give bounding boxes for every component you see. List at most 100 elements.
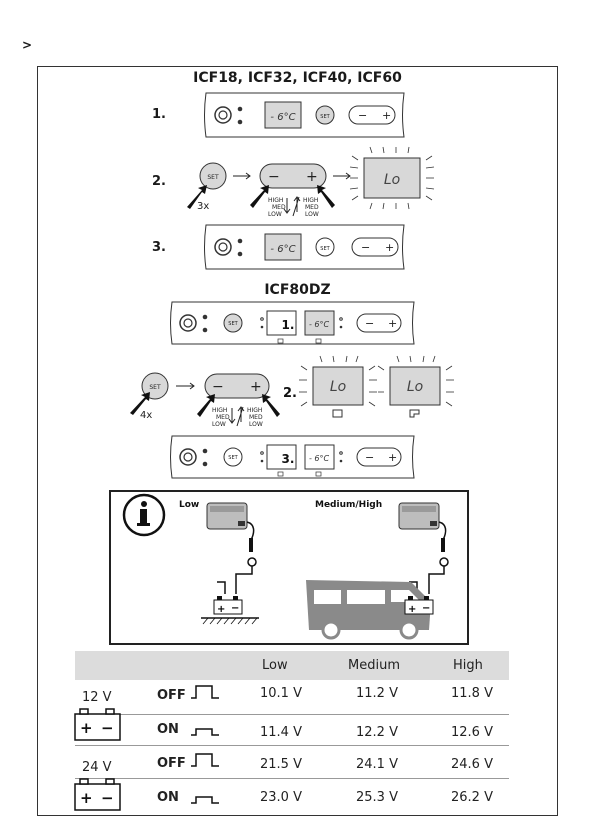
panel-lo-text: Lo [384,172,400,188]
svg-text:MED: MED [249,414,263,421]
svg-text:−: − [358,109,367,122]
van-icon [306,580,431,640]
medhigh-label: Medium/High [315,500,382,510]
svg-text:+: + [306,169,318,185]
table-cell: 26.2 V [451,790,493,805]
svg-text:LOW: LOW [212,421,226,428]
svg-text:3.: 3. [282,452,295,466]
battery-24v-label: 24 V [82,760,112,775]
svg-text:SET: SET [320,246,330,252]
svg-text:−: − [101,719,114,737]
svg-text:1.: 1. [282,318,295,332]
svg-text:+: + [217,604,225,615]
table-cell: 11.2 V [356,686,398,701]
svg-text:- 6°C: - 6°C [309,320,330,329]
col-header-high: High [453,658,483,673]
section2-diagrams: SET 1. - 6°C − + SET 4x − + 2. Lo Lo HIG… [130,301,454,479]
on-signal-icon [191,728,219,736]
svg-text:−: − [422,603,430,614]
svg-text:−: − [361,241,370,254]
dz-control-panel-3 [170,435,415,479]
svg-text:+: + [80,789,93,807]
table-cell: 11.4 V [260,725,302,740]
table-cell: 23.0 V [260,790,302,805]
panel1-display-text: - 6°C [270,112,295,123]
svg-text:- 6°C: - 6°C [270,244,295,255]
section1-step-1: 1. [152,107,166,122]
table-cell: 25.3 V [356,790,398,805]
battery-low: + − [213,596,243,615]
svg-text:+: + [388,451,397,464]
table-cell: 12.6 V [451,725,493,740]
svg-text:HIGH: HIGH [303,197,318,204]
svg-text:LOW: LOW [249,421,263,428]
svg-text:−: − [365,451,374,464]
battery-12v-icon: + − [74,708,121,741]
col-header-low: Low [262,658,288,673]
info-icon [122,493,166,537]
section1-diagrams: - 6°C SET − + SET 3x − + Lo HIGH MED LOW… [187,92,435,270]
section1-title: ICF18, ICF32, ICF40, ICF60 [193,70,402,86]
cooler-medhigh [398,502,440,530]
svg-text:SET: SET [149,384,161,391]
svg-text:−: − [231,603,239,614]
svg-text:SET: SET [320,114,330,120]
dz-control-panel-1 [170,301,415,345]
low-label: Low [179,500,199,510]
row3-state: OFF [157,756,186,771]
svg-text:MED: MED [272,204,286,211]
on-signal-icon [191,796,219,804]
page-frame [37,66,558,816]
section2-title: ICF80DZ [264,282,331,298]
svg-text:SET: SET [228,321,238,327]
svg-text:HIGH: HIGH [268,197,283,204]
svg-text:LOW: LOW [305,211,319,218]
svg-text:+: + [80,719,93,737]
svg-text:+: + [385,241,394,254]
svg-text:LOW: LOW [268,211,282,218]
svg-text:SET: SET [228,455,238,461]
table-cell: 24.6 V [451,757,493,772]
svg-text:Lo: Lo [330,379,346,395]
nav-arrow[interactable]: > [22,38,33,52]
svg-text:SET: SET [207,174,219,181]
section1-step-2: 2. [152,174,166,189]
section1-step-3: 3. [152,240,166,255]
set-button-step2 [187,162,227,209]
col-header-medium: Medium [348,658,400,673]
svg-text:−: − [101,789,114,807]
svg-text:+: + [388,317,397,330]
svg-text:+: + [250,379,262,395]
svg-text:Lo: Lo [407,379,423,395]
table-cell: 21.5 V [260,757,302,772]
control-panel-1 [204,92,405,138]
set-press-count-dz: 4x [140,410,152,421]
cooler-low [206,502,248,530]
svg-text:+: + [382,109,391,122]
off-signal-icon [191,753,219,767]
svg-text:HIGH: HIGH [212,407,227,414]
row2-state: ON [157,722,179,737]
svg-text:−: − [268,169,280,185]
battery-24v-icon: + − [74,778,121,811]
svg-text:2.: 2. [283,386,297,401]
off-signal-icon [191,685,219,699]
battery-12v-label: 12 V [82,690,112,705]
battery-van: + − [404,596,434,615]
svg-text:MED: MED [216,414,230,421]
table-cell: 12.2 V [356,725,398,740]
control-panel-3 [204,224,405,270]
table-cell: 24.1 V [356,757,398,772]
svg-text:−: − [365,317,374,330]
set-press-count: 3x [197,201,209,212]
svg-text:+: + [408,604,416,615]
svg-text:MED: MED [305,204,319,211]
table-cell: 11.8 V [451,686,493,701]
table-cell: 10.1 V [260,686,302,701]
info-illustration: + − + − Low Medium/High [122,493,449,640]
table-header [75,651,509,680]
svg-text:HIGH: HIGH [247,407,262,414]
svg-text:- 6°C: - 6°C [309,454,330,463]
row1-state: OFF [157,688,186,703]
row4-state: ON [157,790,179,805]
